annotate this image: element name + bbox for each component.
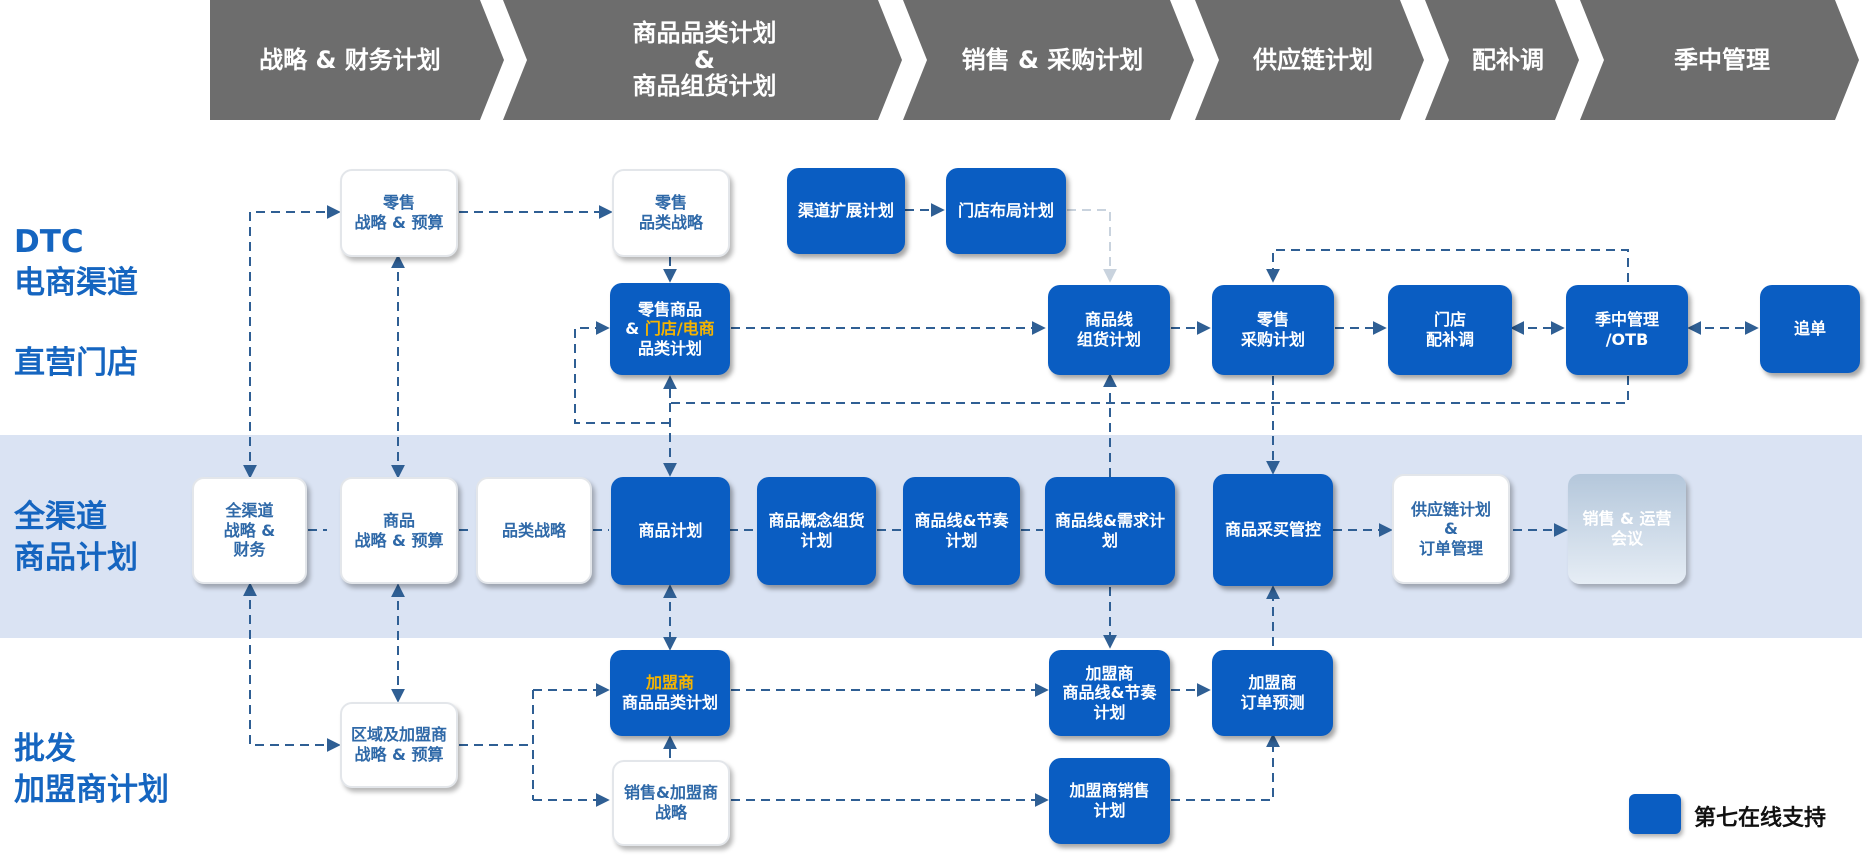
node-inseason-otb: 季中管理/OTB (1566, 285, 1688, 375)
node-text: & (625, 319, 645, 339)
node-text: 采购计划 (1240, 330, 1305, 349)
node-text: 财务 (233, 540, 266, 560)
node-text: 订单预测 (1240, 693, 1305, 712)
node-regional-franchise-strategy: 区域及加盟商战略 & 预算 (340, 702, 458, 788)
node-text: 战略 (654, 803, 687, 822)
node-text: 商品采买管控 (1224, 520, 1321, 540)
node-text: 订单管理 (1418, 538, 1483, 558)
node-text: 商品线 (1084, 310, 1133, 330)
stage-chevron-1 (210, 0, 504, 120)
node-purchase-control: 商品采买管控 (1213, 474, 1333, 586)
node-text: 品类计划 (637, 338, 702, 358)
node-text: 零售 (1256, 310, 1289, 330)
node-text: & (1444, 519, 1458, 539)
node-text: 加盟商销售 (1069, 781, 1150, 801)
node-line-demand-plan: 商品线&需求计划 (1045, 477, 1175, 585)
node-text: 商品品类计划 (621, 693, 718, 712)
node-line-rhythm-plan: 商品线&节奏计划 (903, 477, 1020, 585)
stage-chevron-4 (1195, 0, 1424, 120)
node-text: 划 (1101, 531, 1118, 550)
stage-label-replenishment: 配补调 (1472, 45, 1544, 74)
node-store-replenishment: 门店配补调 (1388, 285, 1512, 375)
node-text: 计划 (1093, 801, 1126, 820)
node-text: 零售 (654, 193, 687, 213)
node-retail-purchase-plan: 零售采购计划 (1212, 285, 1334, 375)
legend-label: 第七在线支持 (1694, 806, 1827, 831)
node-franchise-line-rhythm: 加盟商商品线&节奏计划 (1049, 650, 1170, 736)
node-product-plan: 商品计划 (611, 477, 730, 585)
node-franchise-category-plan: 加盟商商品品类计划 (610, 650, 730, 736)
node-text: 战略 & (223, 520, 276, 540)
header-chevrons (210, 0, 1859, 120)
node-text: 品类战略 (501, 520, 566, 540)
node-text: 零售商品 (637, 299, 702, 319)
node-channel-expansion-plan: 渠道扩展计划 (787, 168, 905, 254)
node-text: 加盟商 (1085, 663, 1134, 683)
node-text: 商品计划 (638, 521, 703, 541)
node-text: 战略 & 预算 (354, 745, 444, 764)
node-text: 战略 & 预算 (354, 213, 444, 232)
node-sales-franchise-strategy: 销售&加盟商战略 (612, 760, 730, 846)
node-text: 季中管理 (1594, 310, 1659, 330)
stage-label-supply-chain: 供应链计划 (1253, 45, 1373, 74)
node-retail-strategy-budget: 零售战略 & 预算 (340, 169, 458, 257)
node-text: 销售 & 运营 (1582, 509, 1672, 529)
stage-label-category-assortment: 商品品类计划 & 商品组货计划 (632, 18, 777, 101)
node-text: 会议 (1610, 529, 1643, 548)
node-text: 零售 (382, 193, 415, 213)
node-text: 销售&加盟商 (624, 783, 718, 803)
stage-label-strategy-finance: 战略 & 财务计划 (259, 45, 441, 74)
node-reorder: 追单 (1760, 285, 1860, 373)
node-text: 计划 (1093, 702, 1126, 722)
node-concept-assortment-plan: 商品概念组货计划 (757, 477, 876, 585)
node-text: 计划 (800, 531, 833, 550)
legend-swatch (1629, 794, 1681, 834)
node-retail-category-plan: 零售商品 & 门店/电商 品类计划 (610, 283, 730, 375)
node-text: 商品线&节奏 (914, 511, 1009, 531)
node-text: 供应链计划 (1410, 499, 1491, 519)
lane-label-direct-store: 直营门店 (14, 345, 138, 381)
node-text: 组货计划 (1076, 330, 1141, 349)
node-text: 战略 & 预算 (354, 530, 444, 550)
node-store-layout-plan: 门店布局计划 (946, 168, 1066, 254)
stage-chevron-3 (903, 0, 1194, 120)
stage-chevron-2 (503, 0, 902, 120)
node-text: 加盟商 (1248, 673, 1297, 693)
node-text: /OTB (1605, 330, 1649, 349)
node-text: 商品线&需求计 (1055, 511, 1165, 531)
stage-chevron-6 (1580, 0, 1859, 120)
node-highlight-text: 门店/电商 (644, 319, 715, 339)
lane-label-omni: 全渠道 商品计划 (14, 499, 138, 576)
node-text: 商品线&节奏 (1062, 683, 1157, 703)
node-text: 商品 (382, 510, 415, 530)
node-omni-strategy-finance: 全渠道战略 &财务 (192, 477, 307, 584)
node-text: 门店布局计划 (957, 201, 1054, 221)
node-text: 门店 (1433, 310, 1466, 330)
node-retail-category-strategy: 零售品类战略 (612, 169, 730, 257)
stage-chevron-5 (1425, 0, 1579, 120)
stage-label-sales-purchase: 销售 & 采购计划 (961, 45, 1144, 74)
node-text: 计划 (945, 531, 978, 550)
node-text: 配补调 (1425, 330, 1474, 349)
node-text: 追单 (1793, 319, 1826, 339)
node-franchise-sales-plan: 加盟商销售计划 (1049, 758, 1170, 844)
node-highlight-text: 加盟商 (645, 673, 694, 693)
node-sales-ops-meeting: 销售 & 运营会议 (1568, 474, 1686, 584)
node-product-line-assortment: 商品线组货计划 (1048, 285, 1170, 375)
stage-label-inseason: 季中管理 (1674, 45, 1770, 74)
node-supply-chain-order-mgmt: 供应链计划&订单管理 (1392, 474, 1510, 584)
node-product-strategy-budget: 商品战略 & 预算 (340, 477, 458, 584)
node-text: 商品概念组货 (768, 511, 865, 531)
lane-label-dtc: DTC 电商渠道 (14, 224, 138, 301)
lane-label-wholesale: 批发 加盟商计划 (14, 731, 169, 808)
node-text: 品类战略 (638, 213, 703, 232)
node-franchise-order-forecast: 加盟商订单预测 (1212, 650, 1333, 736)
node-text: 全渠道 (225, 501, 274, 521)
node-text: 区域及加盟商 (350, 725, 447, 745)
node-text: 渠道扩展计划 (797, 201, 894, 221)
node-category-strategy: 品类战略 (476, 477, 592, 584)
